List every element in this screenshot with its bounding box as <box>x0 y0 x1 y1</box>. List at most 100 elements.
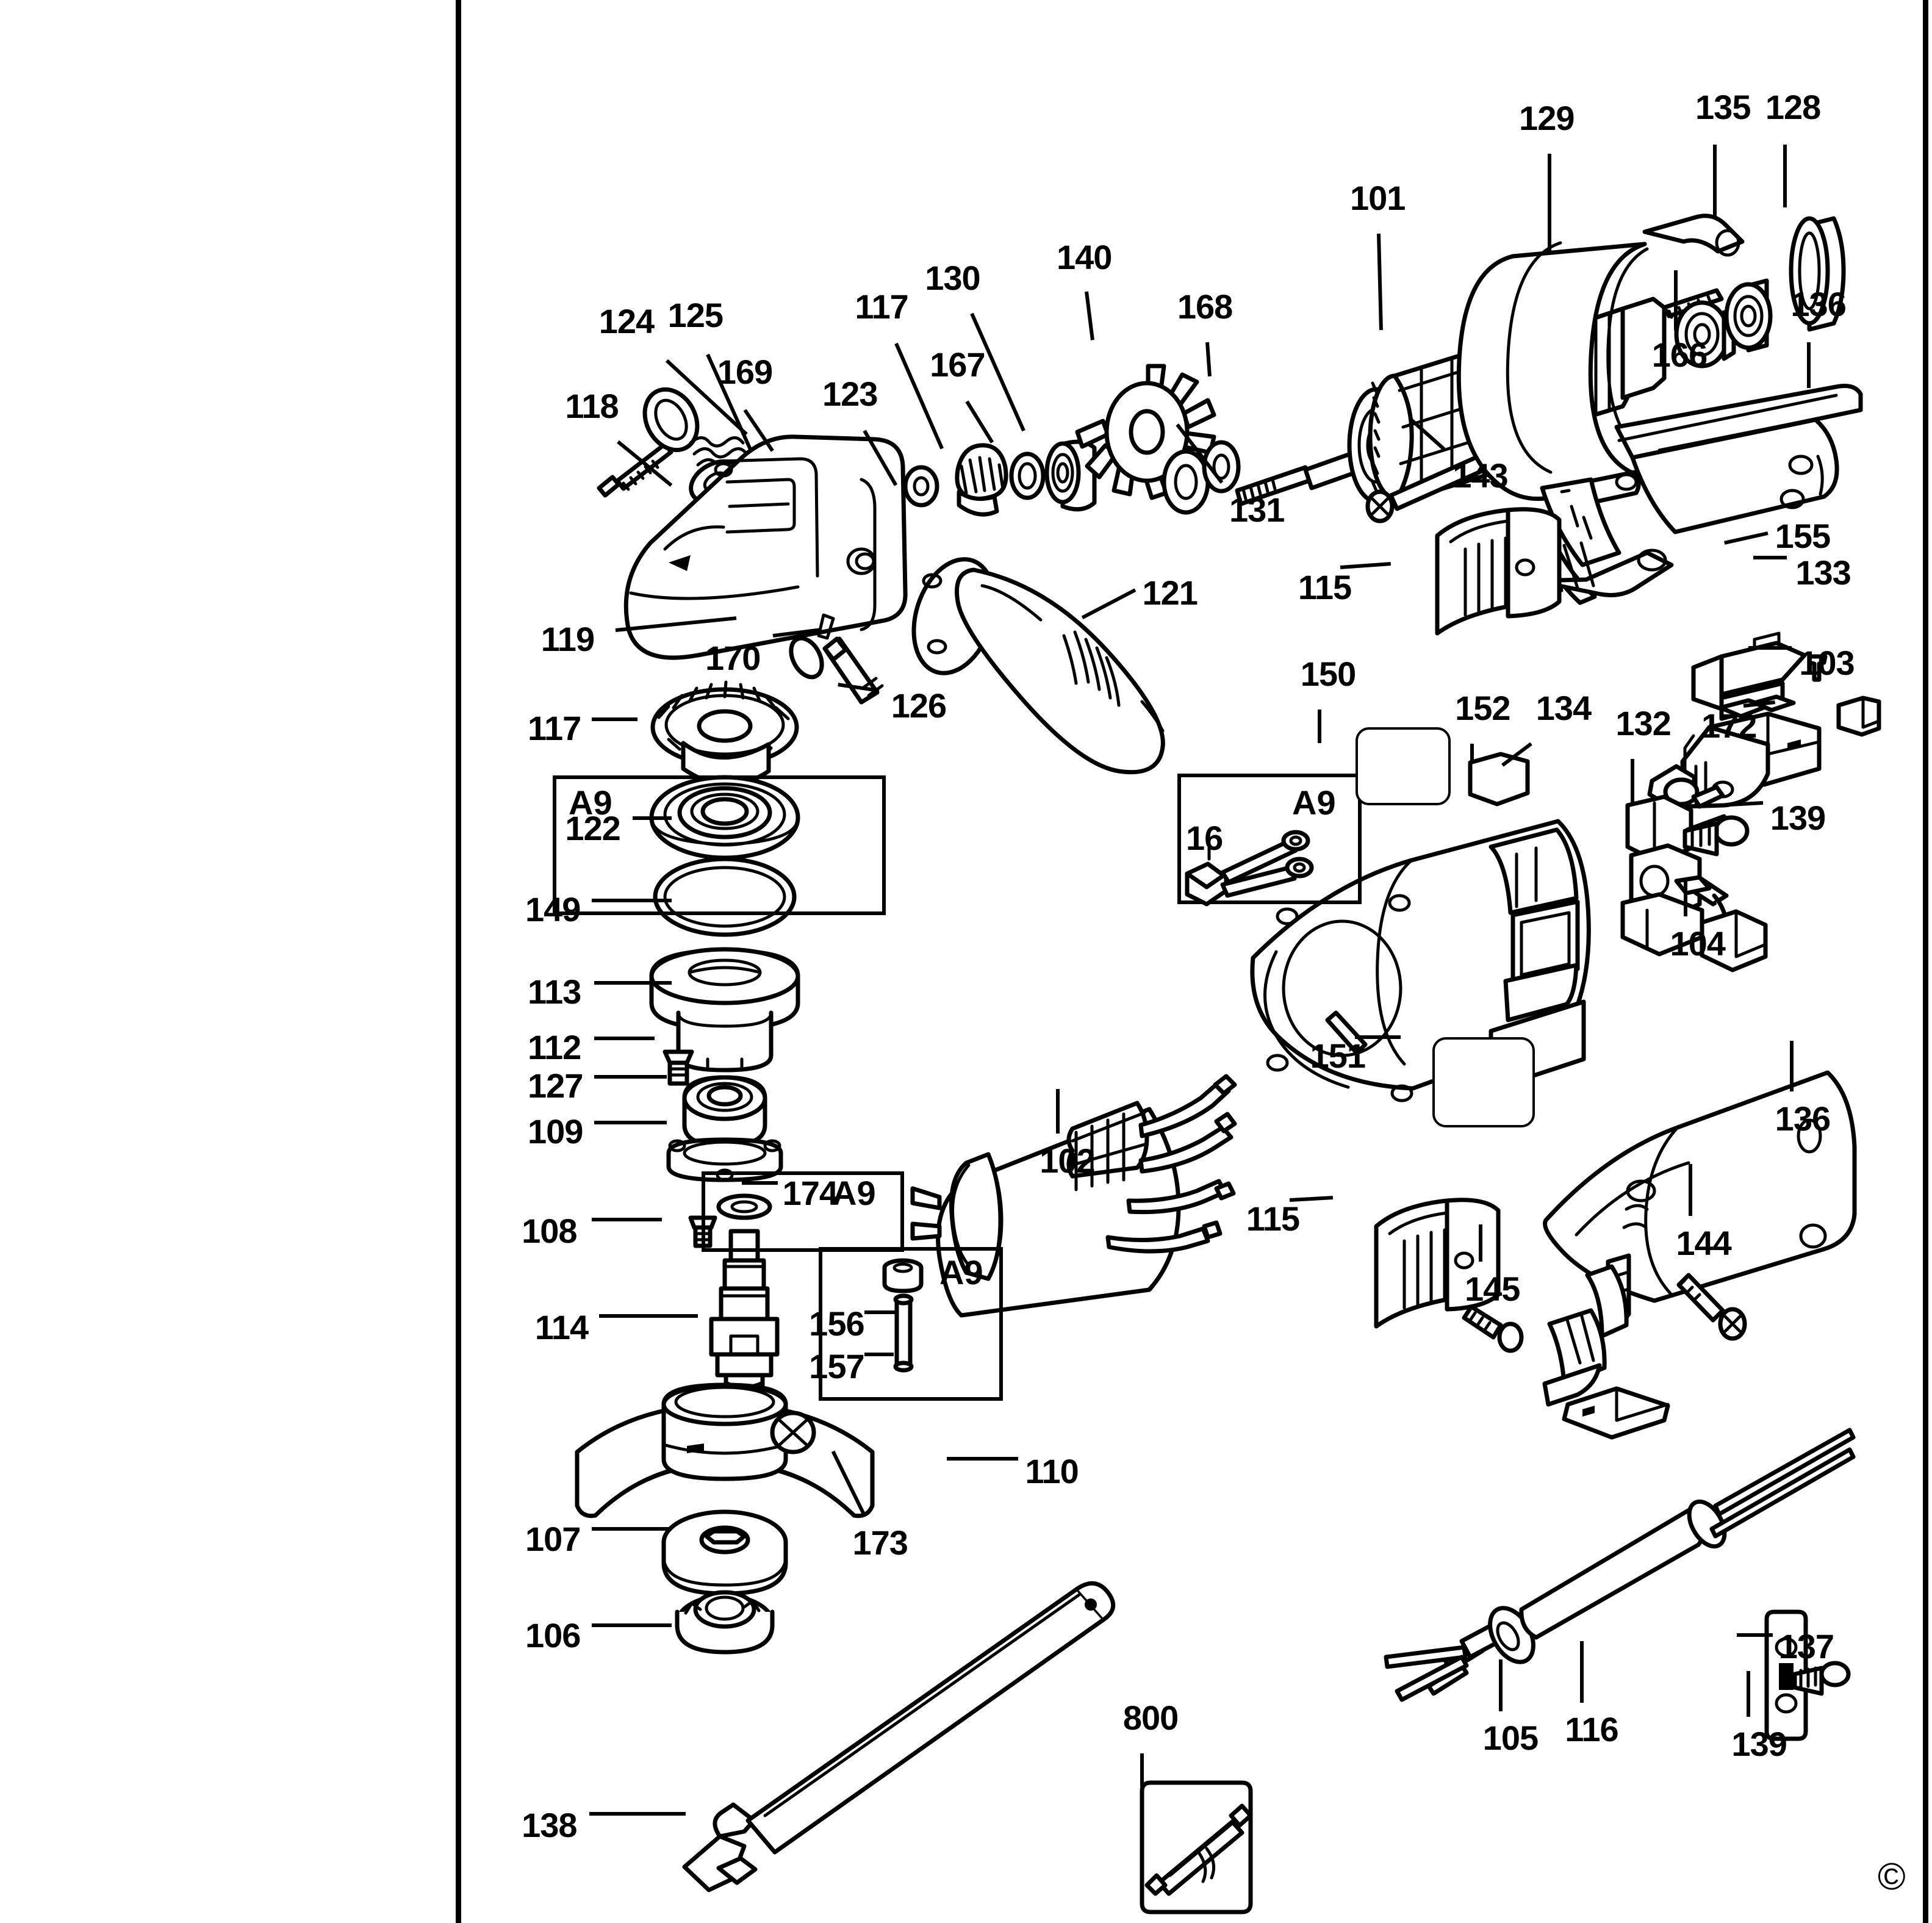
part-135-bearing <box>1724 278 1773 353</box>
part-139b-screw <box>1792 1661 1851 1696</box>
leader-156 <box>864 1310 896 1315</box>
part-123-nut <box>903 465 939 508</box>
callout-126: 126 <box>891 686 947 725</box>
leader-151 <box>1354 1035 1401 1039</box>
callout-127: 127 <box>527 1066 583 1105</box>
part-172-block <box>1836 696 1881 737</box>
leader-116 <box>1579 1641 1584 1703</box>
part-152-brush-cap <box>1468 752 1530 807</box>
callout-139b: 139 <box>1731 1725 1787 1764</box>
part-126-spindle-lock-pin <box>822 636 884 705</box>
right-page-rule <box>1923 0 1928 1923</box>
leader-132 <box>1631 759 1635 804</box>
callout-114: 114 <box>534 1308 589 1347</box>
callout-156: 156 <box>809 1304 864 1343</box>
callout-132: 132 <box>1615 704 1671 743</box>
leader-173 <box>831 1450 866 1517</box>
callout-122: 122 <box>565 809 620 848</box>
leader-157 <box>864 1353 894 1357</box>
leader-143 <box>1409 417 1446 450</box>
leader-133 <box>1753 555 1787 559</box>
part-110-wheel-guard <box>575 1382 875 1519</box>
part-130-bearing <box>1044 439 1097 512</box>
callout-104: 104 <box>1670 924 1725 963</box>
callout-117b: 117 <box>527 709 581 748</box>
part-138-wrench <box>682 1581 1116 1892</box>
leader-135 <box>1712 144 1717 217</box>
leader-134 <box>1501 742 1532 767</box>
leader-150 <box>1318 710 1322 744</box>
leader-800 <box>1140 1753 1144 1788</box>
callout-129: 129 <box>1519 99 1575 138</box>
callout-112: 112 <box>527 1027 581 1066</box>
callout-130: 130 <box>925 258 980 297</box>
leader-122 <box>633 816 672 821</box>
callout-800: 800 <box>1122 1698 1179 1737</box>
a9-box-174 <box>702 1171 904 1252</box>
leader-107 <box>591 1526 672 1531</box>
leader-138 <box>589 1811 686 1816</box>
callout-166: 166 <box>1651 336 1708 375</box>
leader-139b <box>1747 1671 1751 1717</box>
callout-101: 101 <box>1349 178 1406 217</box>
callout-128: 128 <box>1765 88 1821 127</box>
leader-155 <box>1723 531 1769 545</box>
leader-104 <box>1684 881 1688 916</box>
callout-138: 138 <box>522 1805 577 1844</box>
part-169-washer <box>689 459 744 505</box>
a9-tag-brush: A9 <box>1292 783 1336 822</box>
a9-tag-174: A9 <box>832 1174 876 1212</box>
callout-125: 125 <box>667 296 724 335</box>
a9-box-brush <box>1177 774 1362 904</box>
callout-151: 151 <box>1310 1036 1366 1075</box>
callout-108: 108 <box>522 1211 577 1250</box>
callout-137: 137 <box>1778 1626 1834 1666</box>
leader-136 <box>1807 342 1811 389</box>
part-167-washer <box>1009 451 1046 500</box>
callout-174: 174 <box>782 1174 838 1213</box>
callout-152: 152 <box>1455 688 1510 727</box>
part-139-screw <box>1682 815 1750 857</box>
a9-tag-156-157: A9 <box>939 1253 983 1292</box>
callout-109: 109 <box>527 1112 583 1151</box>
callout-105: 105 <box>1482 1719 1539 1758</box>
leader-123 <box>863 430 898 486</box>
leader-126 <box>838 682 880 692</box>
part-106-clamp-nut <box>675 1590 775 1655</box>
part-114-spindle <box>709 1229 780 1413</box>
callout-150: 150 <box>1300 655 1356 694</box>
leader-149 <box>591 899 672 903</box>
a9-box-122 <box>553 775 886 915</box>
leader-145 <box>1478 1224 1482 1262</box>
callout-116: 116 <box>1565 1710 1618 1749</box>
leader-113 <box>594 980 672 985</box>
leader-172 <box>1743 700 1776 708</box>
part-127-bearing <box>682 1075 767 1148</box>
callout-123: 123 <box>822 374 878 413</box>
callout-157: 157 <box>809 1346 864 1386</box>
leader-102 <box>1055 1088 1060 1134</box>
part-140-fan <box>1075 364 1216 500</box>
leader-114 <box>598 1314 698 1318</box>
callout-169: 169 <box>717 353 773 392</box>
leader-127 <box>594 1075 667 1079</box>
leader-119 <box>616 616 737 632</box>
leader-105 <box>1499 1659 1503 1711</box>
a9-tag-122: A9 <box>569 783 612 822</box>
leader-101 <box>1377 234 1384 331</box>
plate-150 <box>1356 727 1451 805</box>
callout-168: 168 <box>1177 287 1233 326</box>
callout-133: 133 <box>1795 553 1851 592</box>
part-124-lock-button <box>642 387 700 453</box>
callout-118: 118 <box>565 386 619 425</box>
leader-166 <box>1674 270 1678 331</box>
leader-128 <box>1783 144 1787 207</box>
copyright-mark: © <box>1878 1856 1906 1898</box>
callout-103: 103 <box>1799 644 1855 683</box>
part-107-backing-flange <box>661 1509 788 1596</box>
callout-144: 144 <box>1676 1223 1731 1262</box>
callout-16: 16 <box>1186 819 1223 857</box>
callout-117: 117 <box>855 287 908 326</box>
leader-167 <box>965 400 994 444</box>
a9-box-156-157 <box>819 1247 1003 1401</box>
